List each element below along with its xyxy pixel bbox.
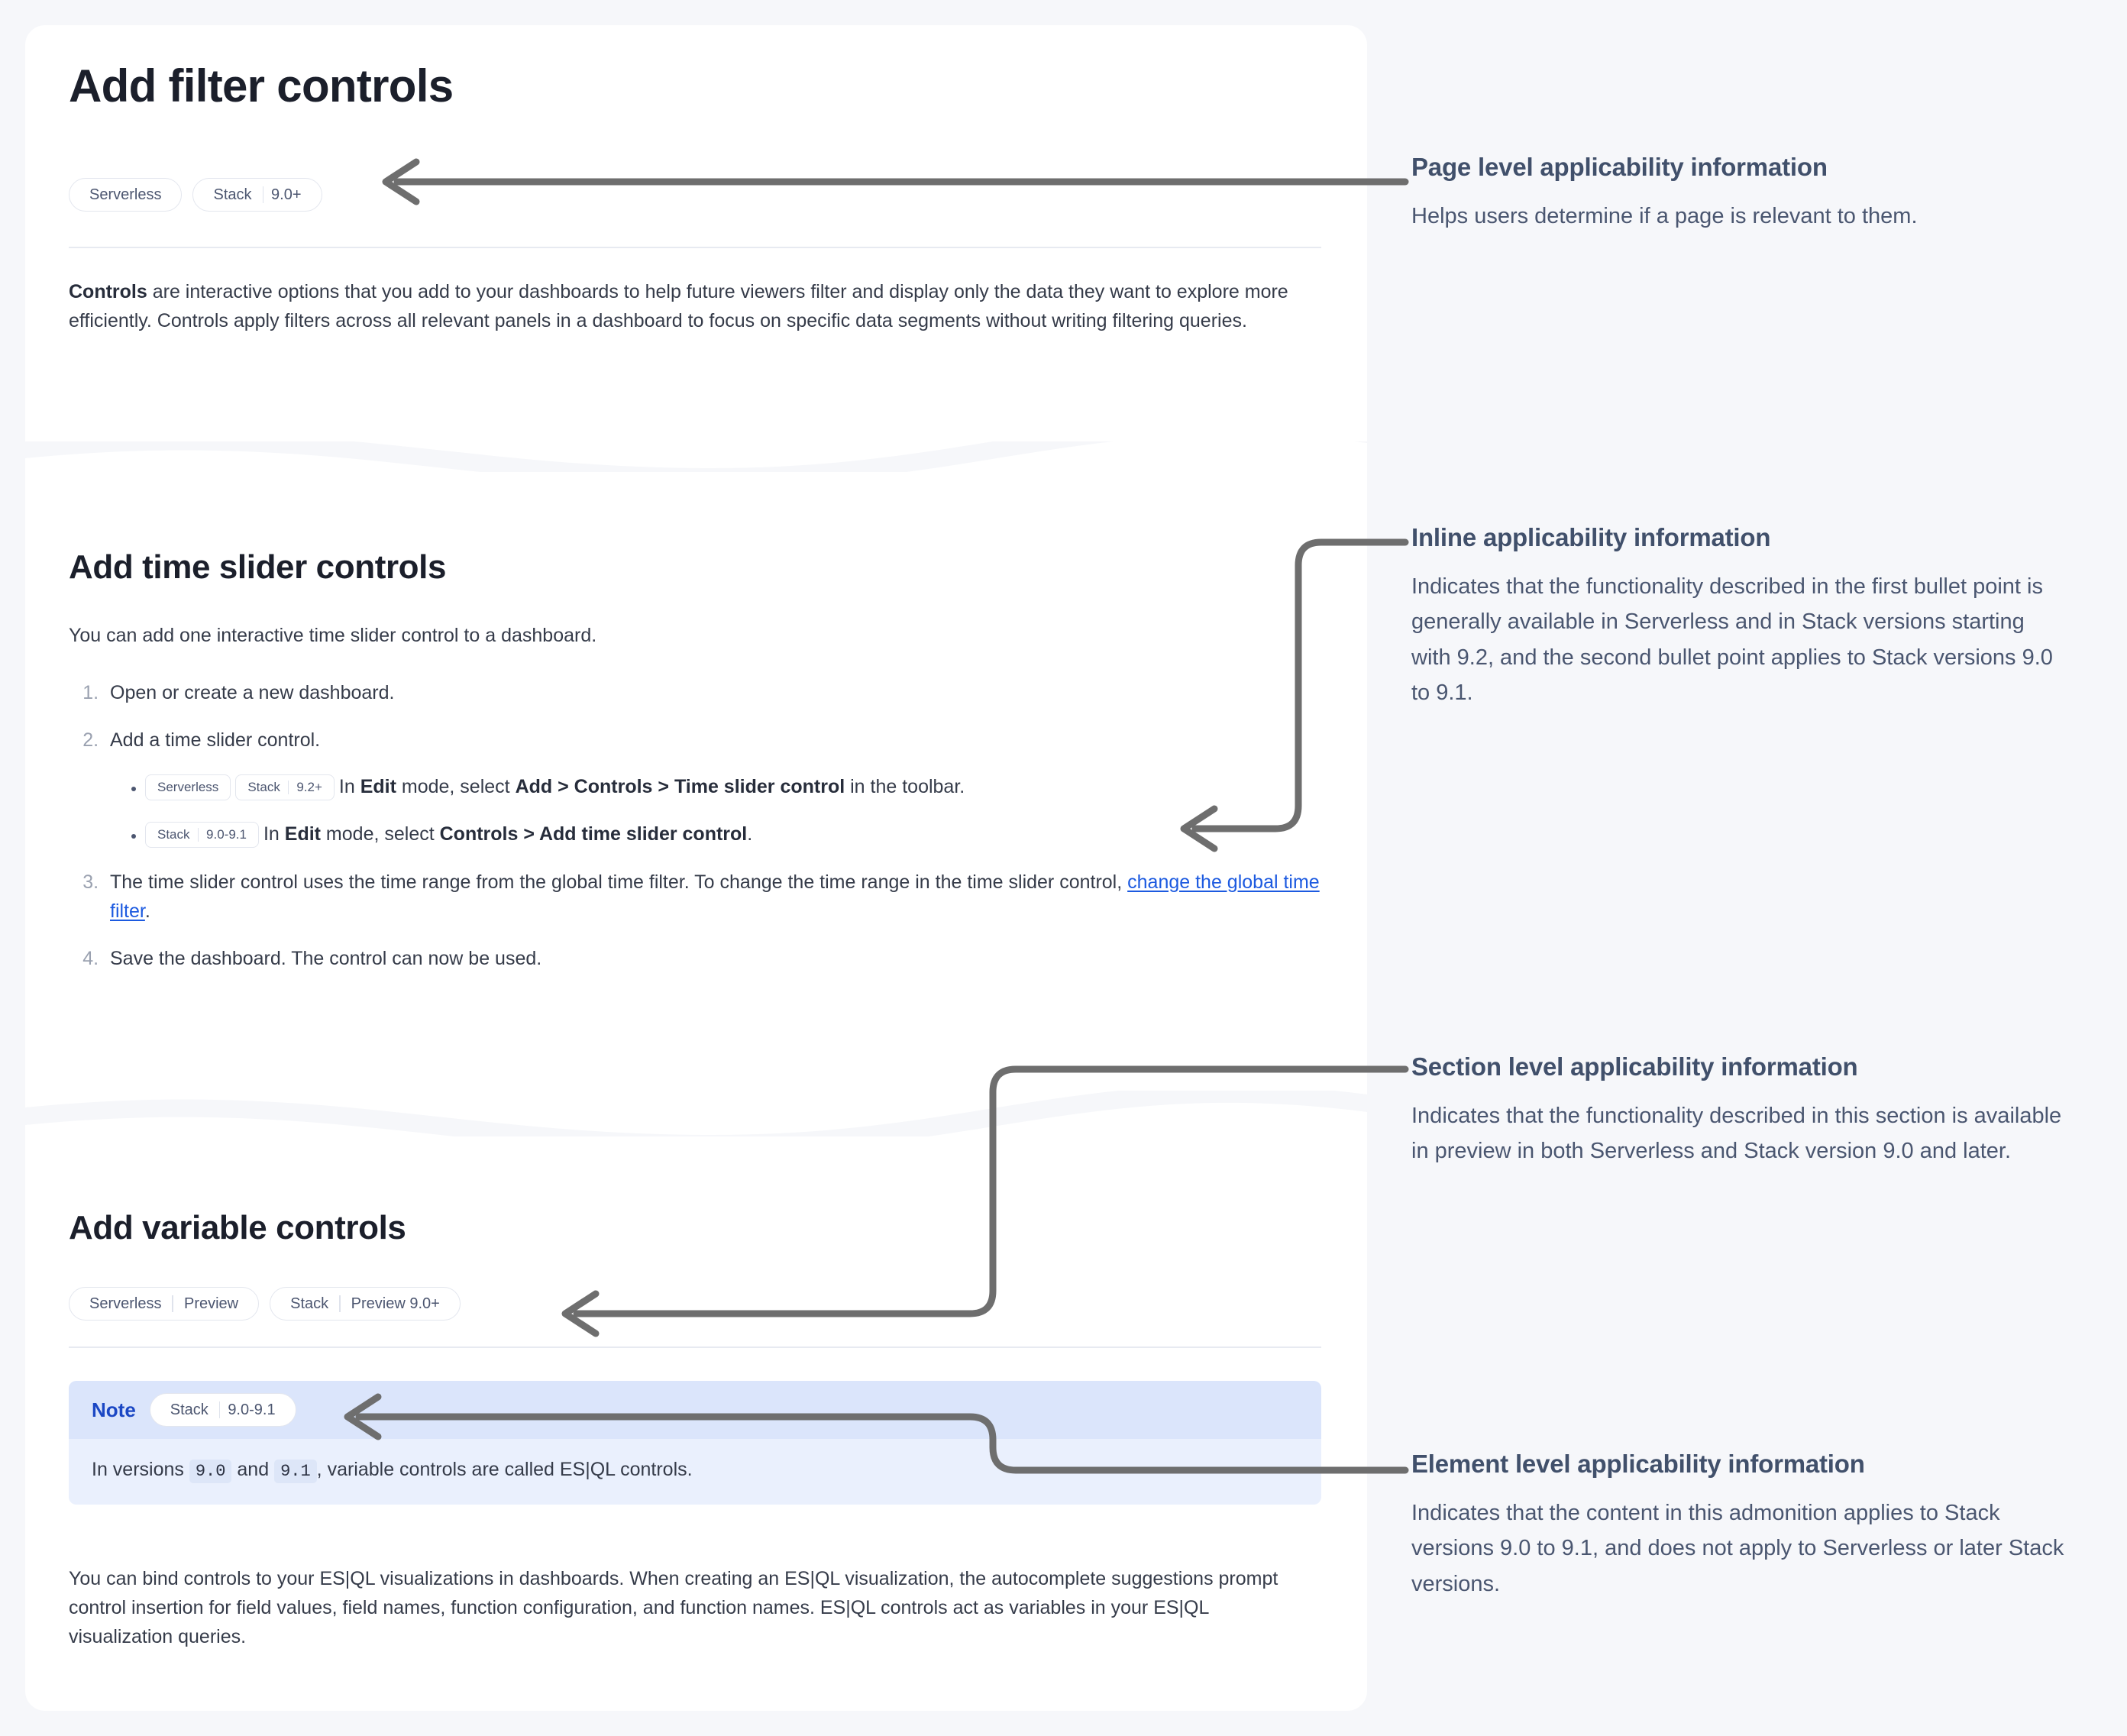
note-text-mid: and: [231, 1459, 275, 1480]
pill-divider: [172, 1295, 173, 1312]
pill-product-label: Stack: [170, 1401, 208, 1418]
note-text-post: , variable controls are called ES|QL con…: [316, 1459, 693, 1480]
pill-lifecycle-label: Preview: [183, 1295, 239, 1312]
bullet-text-part: mode, select: [320, 823, 440, 845]
annotation-body: Indicates that the functionality describ…: [1411, 1104, 2062, 1164]
annotation-title: Element level applicability information: [1411, 1450, 1865, 1478]
bullet-text-strong: Time slider control: [674, 776, 845, 797]
note-admonition-body: In versions 9.0 and 9.1, variable contro…: [69, 1439, 1321, 1505]
annotation-title: Section level applicability information: [1411, 1052, 1858, 1081]
pill-product-label: Stack: [290, 1295, 329, 1312]
bullet-text-strong: Controls: [574, 776, 653, 797]
badge-product-label: Stack: [247, 780, 280, 794]
applicability-pill-note-stack[interactable]: Stack 9.0-9.1: [149, 1393, 296, 1427]
doc-card-variable-controls: Add variable controls Serverless Preview…: [25, 1136, 1367, 1711]
time-slider-steps: Open or create a new dashboard. Add a ti…: [69, 678, 1356, 991]
intro-paragraph: Controls are interactive options that yo…: [69, 277, 1291, 335]
bullet-text-strong: Controls: [439, 823, 519, 845]
pill-divider: [218, 1401, 221, 1418]
annotation-inline-level: Inline applicability information Indicat…: [1411, 523, 2068, 711]
doc-card-intro: Add filter controls Serverless Stack 9.0…: [25, 25, 1367, 441]
bullet-text-part: In: [263, 823, 285, 845]
note-text-pre: In versions: [92, 1459, 189, 1480]
inline-badge-stack-90-91[interactable]: Stack 9.0-9.1: [145, 821, 259, 848]
applicability-pill-serverless-preview[interactable]: Serverless Preview: [69, 1287, 260, 1321]
documentation-page-mock: Add filter controls Serverless Stack 9.0…: [25, 25, 1367, 1711]
wave-divider-bottom: [25, 1052, 1367, 1144]
global-time-filter-link[interactable]: change the global time filter: [110, 871, 1320, 922]
step-text-tail: .: [144, 900, 150, 922]
intro-lead-term: Controls: [69, 281, 147, 302]
note-label: Note: [92, 1398, 136, 1421]
inline-badge-serverless[interactable]: Serverless: [145, 774, 231, 800]
page-applicability-badges: Serverless Stack 9.0+: [69, 178, 322, 212]
section-intro-time-slider: You can add one interactive time slider …: [69, 625, 597, 646]
bullet-text-strong: Edit: [284, 823, 321, 845]
step-text: The time slider control uses the time ra…: [110, 871, 1128, 893]
variable-controls-paragraph: You can bind controls to your ES|QL visu…: [69, 1568, 1278, 1647]
bullet-text-part: .: [747, 823, 753, 845]
pill-divider: [262, 186, 264, 203]
page-title: Add filter controls: [69, 60, 454, 112]
annotation-element-level: Element level applicability information …: [1411, 1450, 2068, 1602]
annotation-body: Indicates that the content in this admon…: [1411, 1501, 2064, 1596]
step-text: Save the dashboard. The control can now …: [110, 948, 542, 969]
pill-lifecycle-version-label: Preview 9.0+: [351, 1295, 440, 1312]
pill-version-label: 9.0-9.1: [228, 1401, 276, 1418]
bullet-text-strong: Edit: [360, 776, 396, 797]
section-applicability-badges: Serverless Preview Stack Preview 9.0+: [69, 1287, 461, 1321]
bullet-text-strong: Add time slider control: [538, 823, 748, 845]
applicability-pill-stack[interactable]: Stack 9.0+: [192, 178, 322, 212]
section-title-variable-controls: Add variable controls: [69, 1209, 406, 1246]
section-title-time-slider: Add time slider controls: [69, 548, 447, 586]
time-slider-sub-bullets: Serverless Stack 9.2+ In Edit mode, sele…: [110, 771, 1356, 849]
bullet-text-part: In: [338, 776, 360, 797]
list-item: Add a time slider control. Serverless St…: [104, 726, 1356, 849]
pill-product-label: Serverless: [89, 186, 162, 203]
note-admonition-header: Note Stack 9.0-9.1: [69, 1381, 1321, 1439]
badge-version-label: 9.0-9.1: [206, 827, 247, 842]
annotation-title: Page level applicability information: [1411, 153, 1828, 181]
badge-divider: [287, 780, 289, 794]
annotation-section-level: Section level applicability information …: [1411, 1052, 2068, 1169]
list-item: Serverless Stack 9.2+ In Edit mode, sele…: [145, 771, 1356, 802]
list-item: Open or create a new dashboard.: [104, 678, 1356, 707]
bullet-text-strong: Add: [515, 776, 553, 797]
doc-card-time-slider: Add time slider controls You can add one…: [25, 472, 1367, 1091]
badge-product-label: Stack: [157, 827, 190, 842]
bullet-text-separator: >: [652, 776, 674, 797]
list-item: Stack 9.0-9.1 In Edit mode, select Contr…: [145, 819, 1356, 849]
pill-divider: [339, 1295, 341, 1312]
pill-product-label: Serverless: [89, 1295, 162, 1312]
badge-product-label: Serverless: [157, 780, 219, 794]
version-code-91: 9.1: [274, 1460, 317, 1483]
bullet-text-part: in the toolbar.: [845, 776, 965, 797]
annotation-page-level: Page level applicability information Hel…: [1411, 153, 2068, 234]
bullet-text-part: mode, select: [396, 776, 516, 797]
version-code-90: 9.0: [189, 1460, 232, 1483]
annotation-body: Indicates that the functionality describ…: [1411, 574, 2053, 706]
applicability-pill-serverless[interactable]: Serverless: [69, 178, 183, 212]
annotation-body: Helps users determine if a page is relev…: [1411, 204, 1918, 228]
applicability-pill-stack-preview[interactable]: Stack Preview 9.0+: [270, 1287, 461, 1321]
pill-version-label: 9.0+: [271, 186, 302, 203]
note-admonition: Note Stack 9.0-9.1 In versions 9.0 and 9…: [69, 1381, 1321, 1505]
section-divider: [69, 1346, 1321, 1348]
list-item: Save the dashboard. The control can now …: [104, 944, 1356, 973]
bullet-text-separator: >: [518, 823, 539, 845]
inline-badge-stack-92[interactable]: Stack 9.2+: [235, 774, 335, 800]
intro-rest: are interactive options that you add to …: [69, 281, 1288, 331]
badge-divider: [197, 827, 199, 842]
step-text: Add a time slider control.: [110, 729, 321, 751]
list-item: The time slider control uses the time ra…: [104, 868, 1356, 926]
step-text: Open or create a new dashboard.: [110, 682, 395, 703]
bullet-text-separator: >: [552, 776, 574, 797]
pill-product-label: Stack: [213, 186, 252, 203]
badge-version-label: 9.2+: [296, 780, 322, 794]
title-divider: [69, 247, 1321, 248]
annotation-title: Inline applicability information: [1411, 523, 1771, 551]
